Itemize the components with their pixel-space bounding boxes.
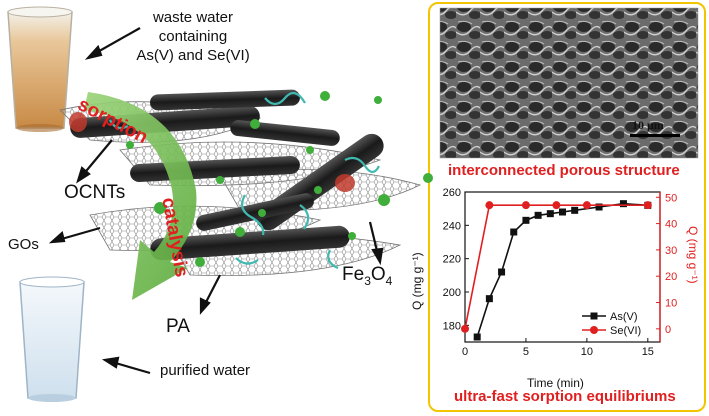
data-point — [473, 333, 481, 341]
data-point — [552, 201, 561, 210]
y-right-tick-label: 50 — [665, 192, 677, 204]
process-arrow — [84, 92, 197, 300]
x-tick-label: 15 — [642, 346, 654, 358]
purified-water-label: purified water — [160, 362, 251, 379]
scale-bar-line — [630, 134, 680, 137]
data-point — [643, 201, 652, 210]
legend-label: As(V) — [610, 311, 638, 323]
y-left-tick-label: 240 — [443, 220, 461, 232]
data-point — [582, 201, 591, 210]
data-point — [534, 211, 542, 219]
x-tick-label: 10 — [581, 346, 593, 358]
waste-water-line2: containing — [158, 28, 228, 45]
y-right-tick-label: 30 — [665, 245, 677, 257]
x-tick-label: 0 — [462, 346, 468, 358]
fe3o4-fe: Fe — [342, 264, 365, 285]
chart-ylabel-left: Q (mg g⁻¹) — [410, 252, 424, 310]
y-left-tick-label: 200 — [443, 287, 461, 299]
fe3o4-o: O — [370, 264, 386, 285]
series-line-As(V) — [476, 202, 648, 338]
y-right-tick-label: 40 — [665, 219, 677, 231]
sem-image — [439, 7, 699, 159]
chart-legend: As(V) Se(VI) — [582, 311, 641, 337]
y-right-tick-label: 20 — [665, 271, 677, 283]
waste-water-label: waste water containing As(V) and Se(VI) — [128, 8, 258, 65]
purified-water-glass — [19, 276, 85, 402]
data-point — [510, 228, 518, 236]
equilibrium-caption: ultra-fast sorption equilibriums — [454, 388, 676, 405]
y-right-tick-label: 10 — [665, 298, 677, 310]
scale-bar-label: 10 μm — [632, 118, 664, 132]
fe3o4-sub2: 4 — [385, 273, 393, 288]
data-point — [521, 201, 530, 210]
polyamide-chains — [109, 91, 380, 270]
y-right-tick-label: 0 — [665, 324, 671, 336]
fe3o4-particles — [126, 91, 433, 267]
data-point — [522, 216, 530, 224]
pointer-arrows — [48, 27, 384, 375]
gos-label: GOs — [8, 236, 39, 253]
ocnts-label: OCNTs — [64, 182, 126, 203]
y-left-tick-label: 220 — [443, 254, 461, 266]
series-line-Se(VI) — [464, 204, 648, 329]
fe3o4-label: Fe3O4 — [342, 264, 392, 288]
data-point — [619, 200, 627, 208]
porous-caption: interconnected porous structure — [448, 162, 680, 179]
kinetics-chart: 0 5 10 15 180 200 220 240 260 0 10 20 30 40 50 As(V) Se… — [443, 187, 678, 358]
data-point — [559, 208, 566, 216]
chart-xlabel: Time (min) — [527, 376, 584, 390]
chart-ylabel-right: Q (mg g⁻¹) — [686, 226, 700, 284]
data-point — [546, 210, 554, 218]
y-left-tick-label: 260 — [443, 187, 461, 199]
data-point — [498, 268, 506, 276]
pa-label: PA — [166, 316, 190, 337]
data-point — [461, 324, 469, 333]
x-tick-label: 5 — [523, 346, 529, 358]
waste-water-line1: waste water — [152, 9, 234, 26]
data-point — [595, 203, 603, 211]
waste-water-line3: As(V) and Se(VI) — [136, 47, 250, 64]
data-point — [485, 201, 494, 210]
legend-marker — [590, 312, 598, 320]
y-left-tick-label: 180 — [443, 320, 461, 332]
waste-water-glass — [7, 6, 73, 132]
chart-series — [461, 200, 652, 341]
right-panel-border — [428, 2, 706, 412]
chart-ticks: 0 5 10 15 180 200 220 240 260 0 10 20 30 40 50 — [443, 187, 678, 358]
chart-plot-frame — [464, 191, 661, 343]
data-point — [571, 206, 579, 214]
legend-label: Se(VI) — [610, 325, 641, 337]
data-point — [485, 295, 493, 303]
legend-marker — [590, 326, 598, 334]
fe3o4-sub1: 3 — [364, 273, 371, 288]
